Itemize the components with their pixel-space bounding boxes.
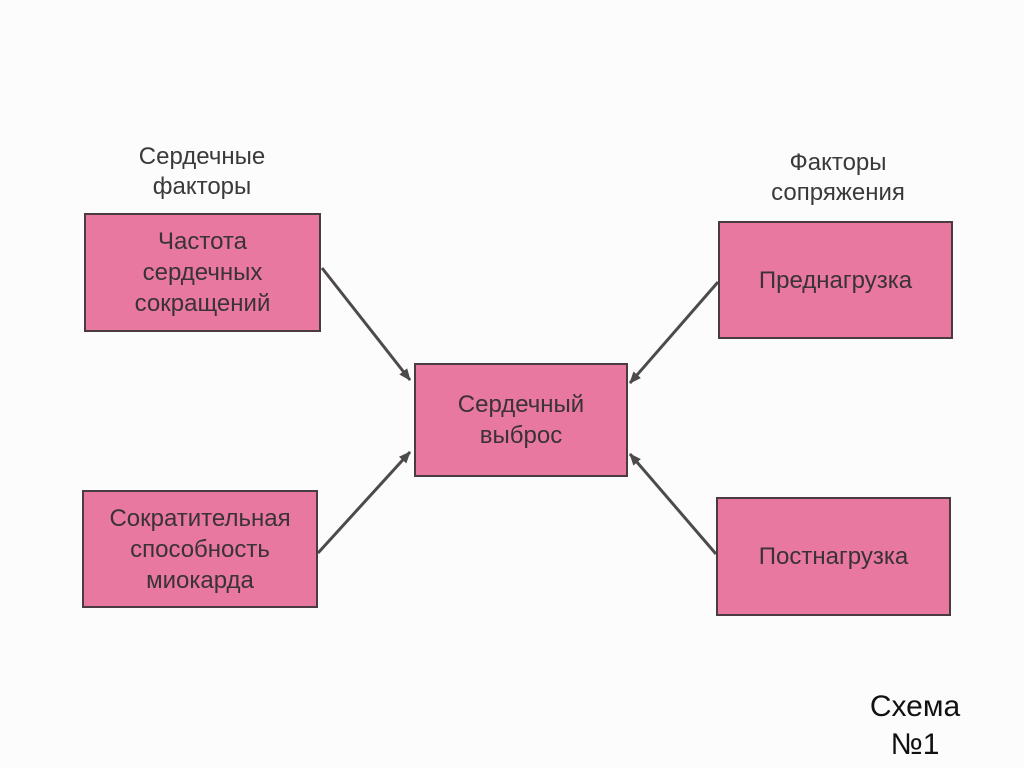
scheme-caption: Схема №1 [850, 688, 980, 764]
group-label-line: Факторы [789, 149, 887, 176]
node-preload: Преднагрузка [718, 221, 953, 339]
caption-line: №1 [890, 728, 940, 761]
arrow-heart-rate-to-output [320, 267, 412, 381]
node-text: способность [130, 535, 270, 563]
node-text: Постнагрузка [758, 543, 909, 570]
node-text: Сократительная [109, 504, 291, 532]
group-label-line: сопряжения [771, 179, 905, 206]
arrow-contractility-to-output [316, 450, 412, 555]
arrow-preload-to-output [628, 281, 720, 384]
node-text: выброс [479, 422, 563, 449]
node-afterload: Постнагрузка [716, 497, 951, 616]
node-heart-rate: Частота сердечных сокращений [84, 213, 321, 332]
group-label-line: Сердечные [138, 143, 266, 170]
node-text: Преднагрузка [758, 266, 913, 294]
node-contractility: Сократительная способность миокарда [82, 490, 318, 608]
node-text: сердечных [142, 259, 263, 286]
node-text: сокращений [134, 290, 271, 317]
group-label-cardiac-factors: Сердечные факторы [112, 142, 292, 202]
group-label-line: факторы [152, 173, 252, 200]
node-text: Частота [158, 228, 247, 255]
node-text: миокарда [146, 566, 254, 594]
caption-line: Схема [869, 690, 961, 723]
node-cardiac-output: Сердечный выброс [414, 363, 628, 477]
arrow-afterload-to-output [628, 453, 718, 555]
group-label-coupling-factors: Факторы сопряжения [748, 148, 928, 208]
node-text: Сердечный [457, 391, 585, 418]
